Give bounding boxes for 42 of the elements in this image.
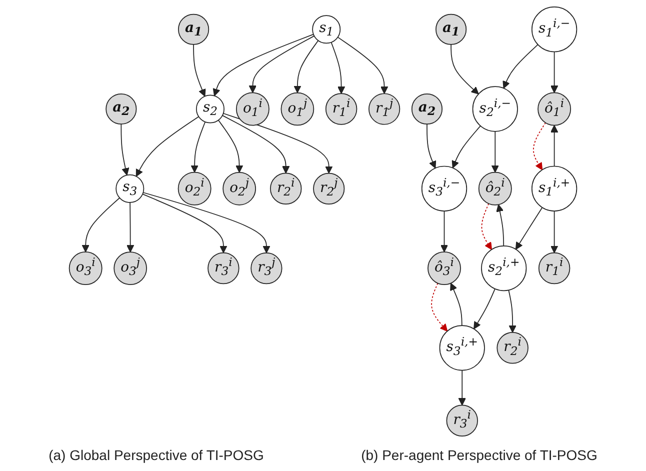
arrow — [550, 51, 558, 94]
arrow — [515, 207, 543, 250]
arrow — [491, 130, 499, 173]
node-circle: s$_{2}$ — [196, 94, 224, 124]
arrow — [193, 44, 206, 97]
arrow — [550, 124, 558, 167]
node-circle: a$_{2}$ — [106, 93, 137, 125]
arrow — [452, 125, 481, 168]
arrow — [212, 34, 314, 96]
node-circle: s$_{1}$ — [312, 15, 341, 44]
arrow — [190, 121, 206, 173]
arrow — [330, 42, 346, 94]
arrow — [474, 288, 496, 330]
arrow — [294, 40, 319, 94]
arrow — [218, 120, 244, 173]
node-circle: s$_{3}$ — [116, 174, 144, 203]
arrow — [142, 192, 270, 254]
arrow — [136, 116, 200, 177]
arrow — [426, 124, 436, 168]
figure-caption: (a) Global Perspective of TI-POSG — [48, 447, 264, 463]
arrow — [450, 282, 462, 326]
arrow — [502, 44, 538, 89]
node-circle: a$_{1}$ — [436, 14, 467, 45]
node-circle: a$_{1}$ — [178, 14, 210, 45]
arrow — [337, 36, 388, 94]
arrow — [450, 44, 479, 94]
arrow — [248, 36, 315, 94]
arrow — [142, 194, 228, 254]
arrow — [550, 210, 558, 254]
arrow — [481, 203, 492, 250]
arrow — [508, 290, 516, 333]
arrow — [431, 282, 448, 332]
arrow — [533, 122, 546, 170]
arrow — [120, 124, 130, 176]
node-circle: a$_{2}$ — [411, 93, 443, 125]
arrow — [222, 115, 290, 174]
arrow — [126, 202, 134, 252]
arrow — [496, 204, 504, 246]
arrow — [82, 197, 120, 252]
figure-caption: (b) Per-agent Perspective of TI-POSG — [361, 447, 598, 463]
arrow — [458, 370, 466, 406]
arrow — [440, 210, 448, 252]
